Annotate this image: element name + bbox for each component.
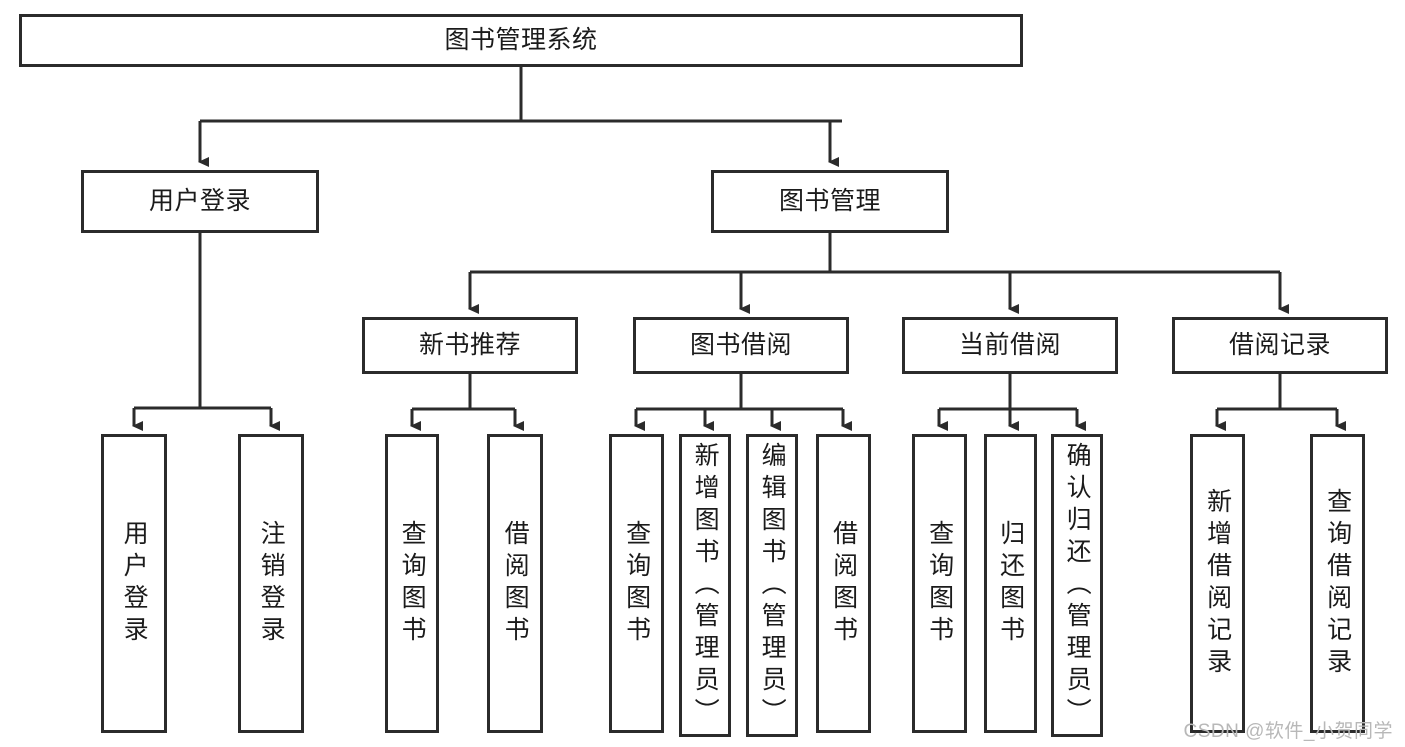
node-current-borrow[interactable]: 当前借阅	[902, 317, 1118, 374]
leaf-borrow-add-book-admin-label: 新增图书（管理员）	[691, 441, 720, 730]
leaf-borrow-edit-book-admin-label: 编辑图书（管理员）	[758, 441, 787, 730]
leaf-borrow-edit-book-admin[interactable]: 编辑图书（管理员）	[746, 434, 798, 737]
node-new-book-recommend-label: 新书推荐	[418, 330, 521, 359]
leaf-current-query-book[interactable]: 查询图书	[912, 434, 967, 733]
leaf-user-logout-label: 注销登录	[257, 519, 286, 648]
leaf-current-return-book-label: 归还图书	[996, 519, 1025, 648]
leaf-records-add-record-label: 新增借阅记录	[1203, 487, 1232, 680]
leaf-newbook-query-book[interactable]: 查询图书	[385, 434, 439, 733]
node-book-borrow-label: 图书借阅	[689, 330, 792, 359]
node-user-login-label: 用户登录	[148, 186, 251, 215]
node-user-login[interactable]: 用户登录	[81, 170, 319, 233]
leaf-current-confirm-return-admin[interactable]: 确认归还（管理员）	[1051, 434, 1103, 737]
leaf-current-query-book-label: 查询图书	[925, 519, 954, 648]
node-new-book-recommend[interactable]: 新书推荐	[362, 317, 578, 374]
leaf-borrow-query-book-label: 查询图书	[622, 519, 651, 648]
leaf-user-login[interactable]: 用户登录	[101, 434, 167, 733]
node-book-management[interactable]: 图书管理	[711, 170, 949, 233]
node-borrow-records[interactable]: 借阅记录	[1172, 317, 1388, 374]
leaf-records-add-record[interactable]: 新增借阅记录	[1190, 434, 1245, 733]
node-root[interactable]: 图书管理系统	[19, 14, 1023, 67]
leaf-user-logout[interactable]: 注销登录	[238, 434, 304, 733]
leaf-records-query-record[interactable]: 查询借阅记录	[1310, 434, 1365, 733]
leaf-newbook-borrow-book-label: 借阅图书	[501, 519, 530, 648]
leaf-current-return-book[interactable]: 归还图书	[984, 434, 1037, 733]
node-book-borrow[interactable]: 图书借阅	[633, 317, 849, 374]
node-root-label: 图书管理系统	[444, 25, 598, 54]
node-current-borrow-label: 当前借阅	[958, 330, 1061, 359]
leaf-borrow-query-book[interactable]: 查询图书	[609, 434, 664, 733]
watermark-text: CSDN @软件_小贺同学	[1183, 721, 1393, 742]
leaf-borrow-lend-book-label: 借阅图书	[829, 519, 858, 648]
node-borrow-records-label: 借阅记录	[1228, 330, 1331, 359]
leaf-borrow-add-book-admin[interactable]: 新增图书（管理员）	[679, 434, 731, 737]
leaf-user-login-label: 用户登录	[120, 519, 149, 648]
leaf-newbook-borrow-book[interactable]: 借阅图书	[487, 434, 543, 733]
leaf-records-query-record-label: 查询借阅记录	[1323, 487, 1352, 680]
leaf-borrow-lend-book[interactable]: 借阅图书	[816, 434, 871, 733]
leaf-newbook-query-book-label: 查询图书	[398, 519, 427, 648]
leaf-current-confirm-return-admin-label: 确认归还（管理员）	[1063, 441, 1092, 730]
node-book-management-label: 图书管理	[778, 186, 881, 215]
